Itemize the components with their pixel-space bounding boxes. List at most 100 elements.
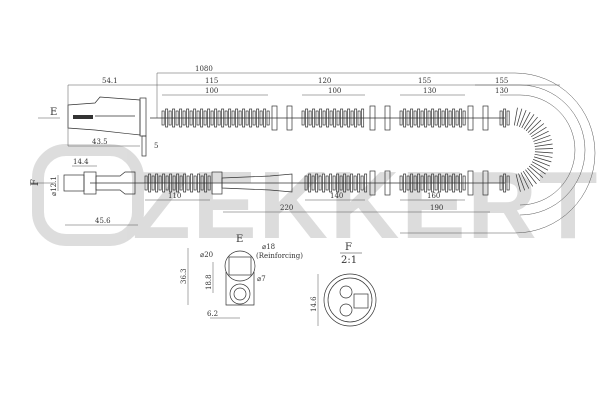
sleeve-rib (207, 175, 211, 191)
sleeve-rib (228, 108, 232, 128)
sleeve-rib (364, 173, 368, 193)
sleeve-rib (360, 175, 364, 191)
sleeve-rib (315, 173, 319, 193)
watermark-logo: ZEKKERT (32, 144, 597, 259)
sleeve-rib (332, 175, 336, 191)
sleeve-rib (175, 110, 179, 126)
sleeve-rib (340, 108, 344, 128)
sleeve-rib (224, 110, 228, 126)
dim-43-5: 43.5 (92, 138, 108, 146)
view-marker-e: E (50, 107, 57, 118)
sleeve-rib (350, 110, 354, 126)
sleeve-rib (361, 108, 365, 128)
sleeve-rib (322, 173, 326, 193)
sleeve-rib (406, 110, 410, 126)
sleeve-rib (252, 110, 256, 126)
sleeve-rib (325, 175, 329, 191)
detail-view-f (317, 252, 377, 327)
sleeve-rib (503, 108, 507, 128)
sleeve-rib (534, 143, 553, 147)
dim-seg3-inner: 130 (423, 87, 436, 95)
sleeve-rib (151, 175, 155, 191)
sleeve-rib (431, 173, 435, 193)
dim-140: 140 (330, 192, 343, 200)
cable-clip (384, 170, 391, 196)
sleeve-rib (417, 108, 421, 128)
sleeve-rib (336, 173, 340, 193)
sleeve-rib (238, 110, 242, 126)
sleeve-rib (455, 110, 459, 126)
sleeve-rib (200, 108, 204, 128)
sleeve-rib (158, 175, 162, 191)
sleeve-rib (165, 108, 169, 128)
cable-clip (369, 105, 376, 131)
sleeve-rib (333, 108, 337, 128)
sleeve-rib (519, 109, 527, 127)
sleeve-rib (350, 173, 354, 193)
sleeve-rib (343, 110, 347, 126)
sleeve-rib (527, 119, 542, 133)
detail-e-title: E (236, 234, 243, 245)
sleeve-rib (533, 156, 552, 163)
sleeve-rib (521, 111, 531, 129)
sleeve-rib (403, 108, 407, 128)
sleeve-rib (176, 173, 180, 193)
sleeve-rib (308, 173, 312, 193)
sleeve-rib (424, 173, 428, 193)
sleeve-rib (455, 175, 459, 191)
sleeve-rib (179, 108, 183, 128)
sleeve-rib (534, 153, 553, 158)
sleeve-rib (210, 110, 214, 126)
sleeve-rib (527, 167, 541, 182)
sleeve-rib (172, 175, 176, 191)
sleeve-rib (301, 110, 305, 126)
sleeve-rib (217, 110, 221, 126)
sleeve-rib (499, 110, 503, 126)
sleeve-rib (165, 175, 169, 191)
sleeve-rib (214, 108, 218, 128)
sleeve-rib (231, 110, 235, 126)
sleeve-rib (329, 173, 333, 193)
sleeve-rib (448, 175, 452, 191)
sleeve-rib (339, 175, 343, 191)
sleeve-rib (410, 173, 414, 193)
sleeve-rib (403, 173, 407, 193)
cable-clip (467, 170, 474, 196)
cable-clip (482, 170, 489, 196)
dim-seg4-inner: 130 (495, 87, 508, 95)
sleeve-rib (441, 175, 445, 191)
detail-e-18-8: 18.8 (205, 274, 213, 290)
dim-seg4: 155 (495, 77, 508, 85)
sleeve-rib (196, 110, 200, 126)
sleeve-rib (533, 159, 551, 167)
sleeve-rib (242, 108, 246, 128)
sleeve-rib (528, 165, 544, 178)
cable-clip (369, 170, 376, 196)
sleeve-rib (353, 175, 357, 191)
dim-45-6: 45.6 (95, 217, 111, 225)
sleeve-rib (357, 173, 361, 193)
sleeve-rib (448, 110, 452, 126)
dim-110: 110 (168, 192, 181, 200)
sleeve-rib (503, 173, 507, 193)
sleeve-rib (413, 175, 417, 191)
dim-seg1: 115 (205, 77, 218, 85)
sleeve-rib (459, 108, 463, 128)
sleeve-rib (513, 107, 518, 126)
sleeve-rib (534, 139, 552, 145)
sleeve-rib (530, 163, 546, 175)
sleeve-rib (431, 108, 435, 128)
sleeve-rib (304, 175, 308, 191)
dim-seg2: 120 (318, 77, 331, 85)
sleeve-rib (315, 110, 319, 126)
detail-f-scale: 2:1 (341, 255, 357, 266)
sleeve-rib (516, 108, 523, 127)
sleeve-rib (452, 173, 456, 193)
sleeve-rib (506, 110, 510, 126)
sleeve-rib (343, 173, 347, 193)
dim-5: 5 (154, 142, 158, 150)
detail-e-dia7: ⌀7 (257, 275, 266, 283)
sleeve-rib (144, 175, 148, 191)
detail-e-6-2: 6.2 (207, 310, 218, 318)
